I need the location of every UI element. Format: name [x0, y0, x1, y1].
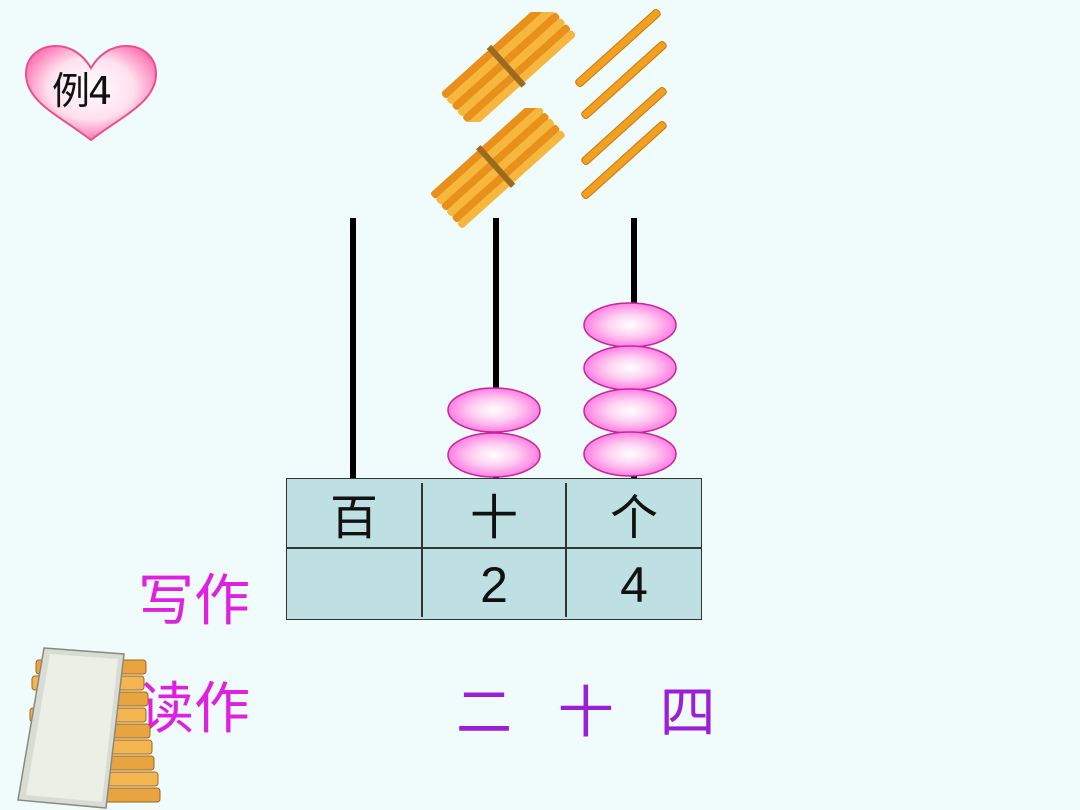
- books-decoration: [17, 647, 161, 809]
- header-tens: 十: [469, 490, 518, 546]
- digit-hundreds: [287, 549, 421, 621]
- single-sticks: [575, 8, 667, 200]
- column-divider: [421, 483, 423, 617]
- bead: [447, 432, 541, 478]
- place-value-table: 百 十 个 2 4: [286, 478, 702, 620]
- beads-tens: [447, 387, 541, 478]
- rod-tens: [493, 218, 499, 478]
- stick-bundle-1: [441, 12, 575, 122]
- digit-tens: 2: [480, 557, 508, 613]
- heart-badge: [24, 44, 158, 142]
- table-divider: [287, 547, 701, 549]
- bead: [583, 431, 677, 477]
- column-divider: [565, 483, 567, 617]
- beads-ones: [583, 302, 677, 477]
- header-hundreds: 百: [329, 490, 378, 546]
- bead: [583, 302, 677, 348]
- write-label: 写作: [138, 569, 250, 634]
- read-label: 读作: [138, 677, 250, 742]
- header-ones: 个: [609, 490, 658, 546]
- bead: [583, 388, 677, 434]
- example-label: 例4: [52, 69, 112, 113]
- number-reading: 二 十 四: [456, 681, 730, 746]
- rod-hundreds: [350, 218, 356, 478]
- digit-ones: 4: [620, 557, 648, 613]
- bead: [583, 345, 677, 391]
- stick-bundle-2: [431, 108, 565, 228]
- bead: [447, 387, 541, 433]
